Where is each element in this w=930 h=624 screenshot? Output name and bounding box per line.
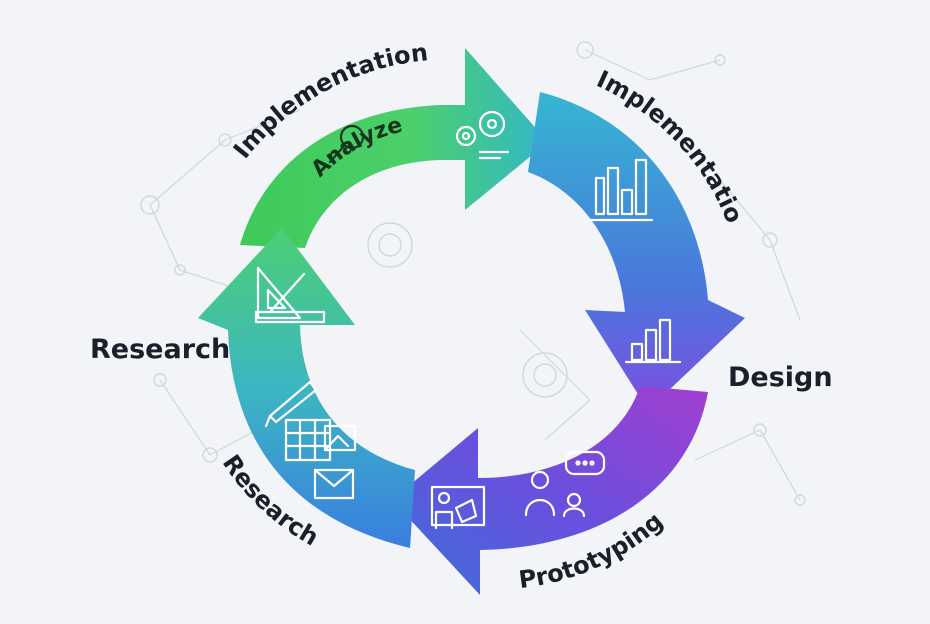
label-research-left: Research — [90, 334, 230, 365]
segment-analyze — [240, 48, 548, 248]
label-design: Design — [728, 362, 833, 393]
background-network — [140, 41, 806, 506]
presentation-icon — [430, 485, 486, 530]
spreadsheet-icon — [284, 418, 332, 462]
segment-implementation — [528, 92, 745, 410]
magnifier-icon — [328, 124, 365, 164]
mail-icon — [313, 468, 355, 500]
team-chat-icon — [524, 450, 606, 518]
pencil-icon — [264, 380, 318, 428]
drafting-tools-icon — [254, 266, 326, 324]
segment-research — [198, 228, 415, 548]
segment-prototyping — [392, 386, 708, 595]
bar-chart-icon — [624, 318, 682, 364]
image-icon — [323, 424, 357, 452]
gears-icon — [455, 110, 510, 160]
bar-chart-icon — [588, 158, 654, 222]
